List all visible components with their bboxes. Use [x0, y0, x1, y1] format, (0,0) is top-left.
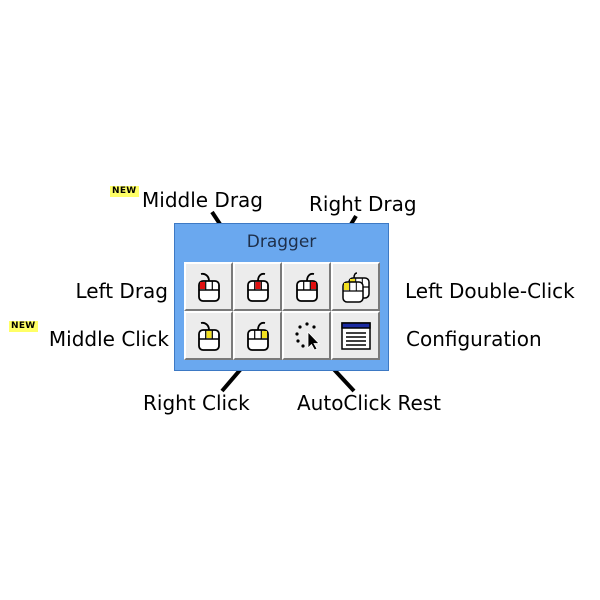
autoclick-rest-button[interactable] [282, 311, 331, 360]
right-click-button[interactable] [233, 311, 282, 360]
middle-drag-button[interactable] [233, 262, 282, 311]
left-drag-button[interactable] [184, 262, 233, 311]
mouse-right-click-icon [246, 321, 269, 351]
label-left-drag: Left Drag [75, 279, 168, 303]
mouse-double-click-icon [341, 271, 370, 303]
label-middle-click: Middle Click [48, 327, 169, 351]
label-configuration: Configuration [406, 327, 542, 351]
label-right-click: Right Click [143, 391, 250, 415]
middle-click-button[interactable] [184, 311, 233, 360]
configuration-window-icon [340, 321, 371, 350]
window-title: Dragger [246, 232, 317, 252]
mouse-left-drag-icon [197, 272, 220, 302]
mouse-middle-drag-icon [246, 272, 269, 302]
button-grid [184, 262, 380, 360]
configuration-button[interactable] [331, 311, 380, 360]
autoclick-cursor-icon [294, 321, 320, 351]
label-autoclick-rest: AutoClick Rest [297, 391, 442, 415]
dragger-window: Dragger [174, 223, 389, 371]
label-middle-drag: Middle Drag [142, 188, 263, 212]
right-drag-button[interactable] [282, 262, 331, 311]
label-right-drag: Right Drag [309, 192, 417, 216]
label-left-double-click: Left Double-Click [405, 279, 575, 303]
mouse-right-drag-icon [295, 272, 318, 302]
new-badge-middle-click: NEW [9, 321, 38, 332]
left-double-click-button[interactable] [331, 262, 380, 311]
mouse-middle-click-icon [197, 321, 220, 351]
new-badge-middle-drag: NEW [110, 186, 139, 197]
